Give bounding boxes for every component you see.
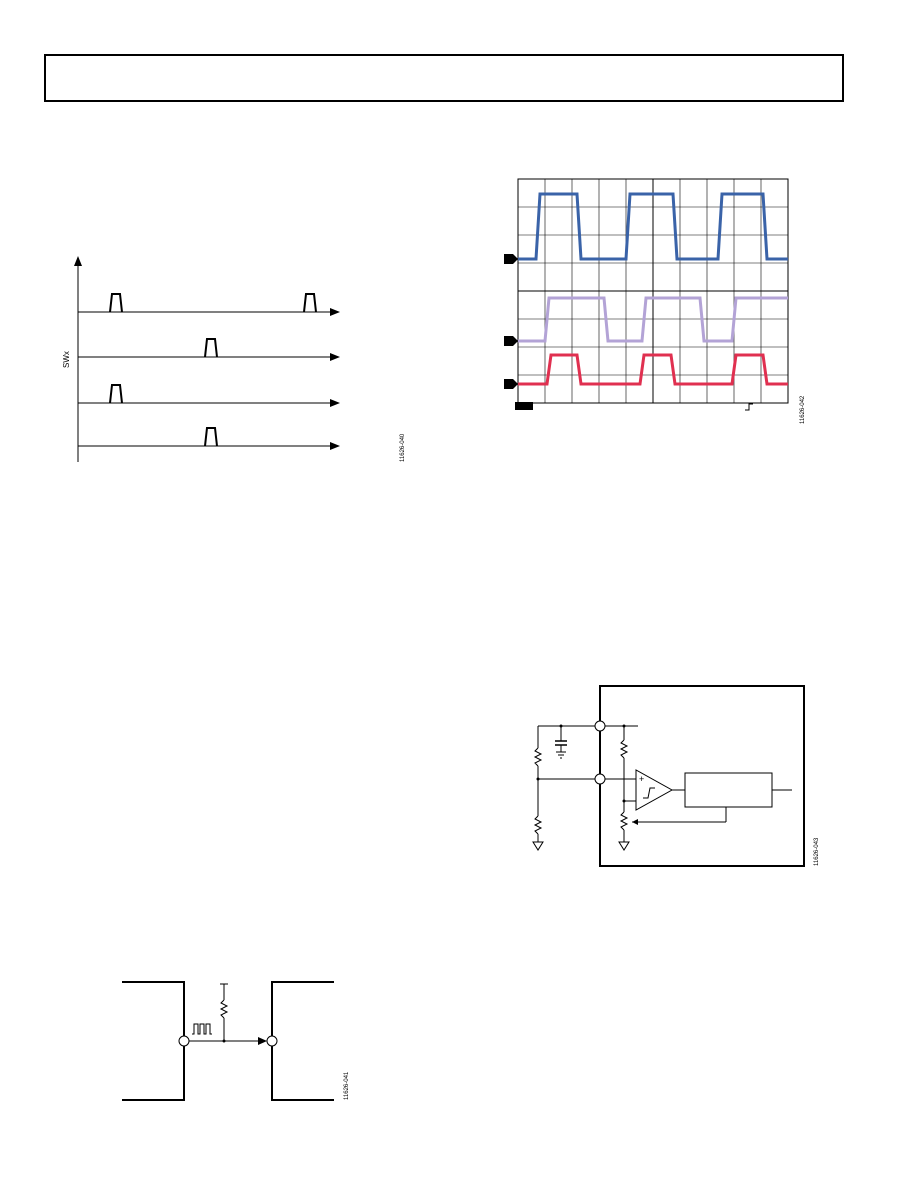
pin-right	[266, 1035, 278, 1047]
hysteresis-icon	[643, 787, 655, 799]
timing-y-arrow	[74, 256, 82, 266]
trigger-edge-icon	[745, 403, 753, 411]
timing-pulse-1b	[303, 293, 317, 313]
logic-block	[684, 772, 773, 808]
timing-pulse-4	[204, 427, 218, 447]
scope-status-block	[515, 402, 533, 410]
comparator-figure-id: 11626-043	[814, 837, 820, 866]
pin-left	[178, 1035, 190, 1047]
timing-y-label: SWx	[62, 351, 71, 368]
oscilloscope-capture	[504, 178, 789, 411]
channel-marker-3	[504, 379, 518, 389]
comparator-triangle	[635, 769, 674, 811]
resistor-r1	[533, 747, 543, 767]
switch-timing-diagram	[74, 256, 340, 462]
pin-top	[594, 720, 606, 732]
timing-arrow-3	[330, 399, 340, 407]
resistor-internal-bottom	[619, 811, 629, 831]
pin-middle	[594, 773, 606, 785]
trace-blue	[518, 192, 788, 261]
timing-arrow-2	[330, 353, 340, 361]
resistor-r2	[533, 815, 543, 835]
page-header-box	[44, 54, 844, 102]
pullup-connection-diagram	[122, 981, 334, 1101]
timing-pulse-3	[109, 384, 123, 404]
timing-arrow-4	[330, 442, 340, 450]
channel-marker-2	[504, 336, 518, 346]
device-left-outline	[122, 981, 185, 1101]
channel-marker-1	[504, 254, 518, 264]
comparator-plus: +	[639, 774, 644, 784]
timing-figure-id: 11626-040	[400, 433, 406, 462]
scope-figure-id: 11626-042	[800, 395, 806, 424]
pulse-train-icon	[192, 1023, 212, 1035]
pullup-resistor	[219, 999, 229, 1019]
device-right-outline	[271, 981, 334, 1101]
trace-lavender	[518, 296, 788, 343]
scope-grid	[517, 178, 789, 404]
ground-left-icon	[532, 841, 544, 851]
signal-arrow	[258, 1037, 267, 1045]
resistor-internal-top	[619, 739, 629, 759]
comparator-block-diagram: +	[532, 685, 805, 867]
pullup-figure-id: 11626-041	[344, 1071, 350, 1100]
timing-pulse-2	[204, 338, 218, 358]
ground-internal-icon	[618, 841, 630, 851]
trace-red	[518, 353, 788, 386]
timing-arrow-1	[330, 308, 340, 316]
timing-pulse-1a	[109, 293, 123, 313]
